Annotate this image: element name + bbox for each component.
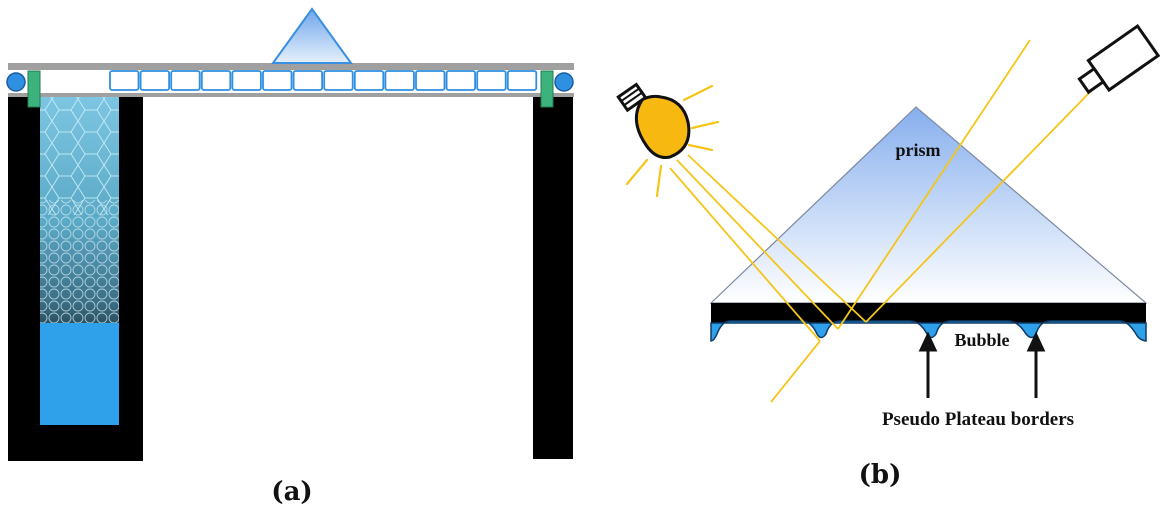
left-clamp [27,70,41,108]
panel-b-label: (b) [859,460,902,490]
foam-column [40,95,119,325]
prism-b [709,106,1148,304]
left-frame [8,95,143,461]
right-roller [554,72,574,92]
right-clamp [540,70,554,108]
right-frame [533,95,573,459]
light-rays [669,39,1091,403]
support-bar [8,63,574,70]
glass-tile [353,70,385,91]
glass-tile [506,70,538,91]
bubble-label: Bubble [954,330,1009,350]
glass-tile [292,70,324,91]
light-bulb-icon [616,82,720,198]
glass-tile [262,70,293,91]
camera-icon [1077,23,1161,95]
support-bar-lower [8,93,574,97]
pseudo-plateau-borders-label: Pseudo Plateau borders [882,409,1074,430]
glass-tile [445,70,477,91]
border-arrows [918,331,1046,398]
glass-tile [170,70,201,91]
panel-a-label: (a) [271,477,312,507]
tile-row [109,70,538,91]
liquid-reservoir [40,323,119,425]
glass-tile [415,70,446,91]
glass-tile [200,70,232,91]
black-plate [711,303,1146,323]
prism-a [271,7,353,64]
panel-b: prism [616,23,1161,490]
prism-label: prism [896,140,941,160]
glass-tile [476,70,507,91]
left-roller [6,72,26,92]
glass-tile [231,70,262,91]
glass-tile [109,70,140,91]
panel-a: (a) [6,7,574,507]
glass-tile [139,70,171,91]
glass-tile [323,70,354,91]
glass-tile [384,70,415,91]
